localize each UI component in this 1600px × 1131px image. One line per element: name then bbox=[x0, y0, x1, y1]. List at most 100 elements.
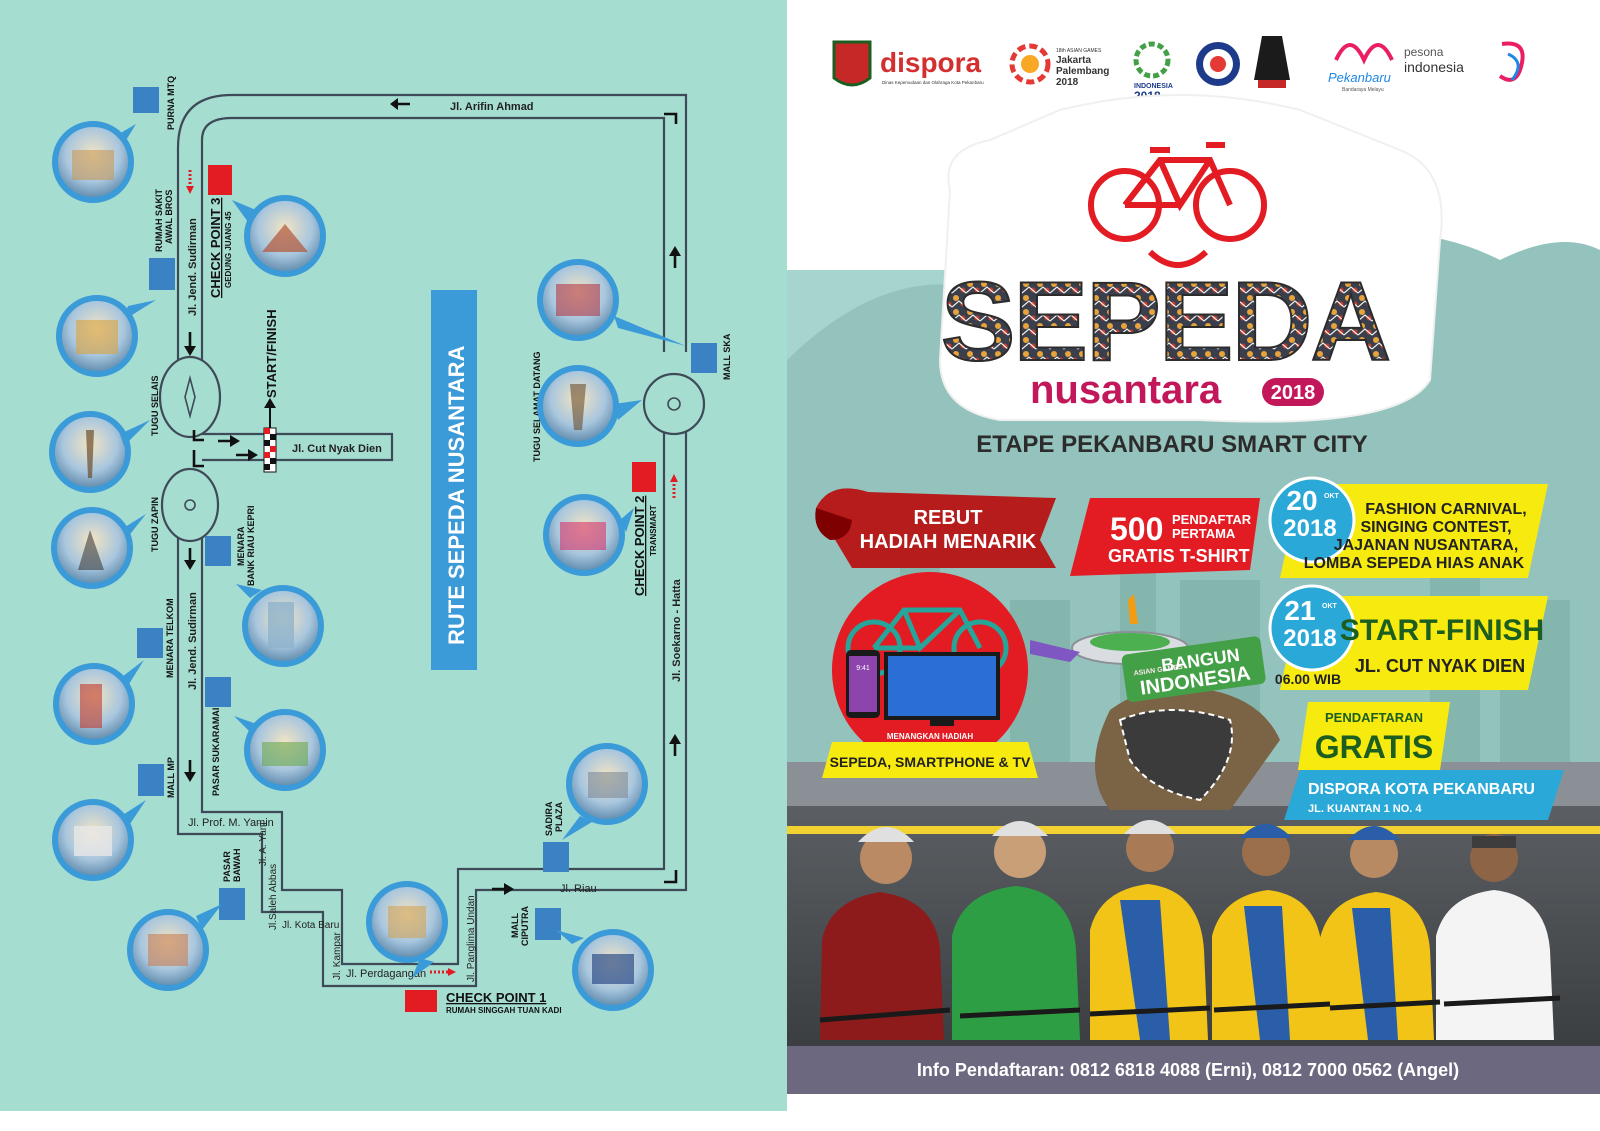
event2-year: 2018 bbox=[1283, 625, 1336, 652]
event1-line-3: JAJANAN NUSANTARA, bbox=[1334, 537, 1519, 554]
photo-tugu-selamat-datang bbox=[537, 365, 642, 447]
landmark-marker bbox=[137, 628, 163, 658]
red-dotted-arrows bbox=[186, 170, 678, 976]
pekanbaru-logo: Pekanbaru Bandaraya Melayu bbox=[1328, 43, 1394, 93]
sponsor-logos: dispora Dinas Kepemudaan dan Olahraga Ko… bbox=[832, 36, 1525, 107]
registration-block: PENDAFTARAN GRATIS DISPORA KOTA PEKANBAR… bbox=[1284, 702, 1564, 820]
checkpoint-3-title: CHECK POINT 3 bbox=[208, 198, 223, 298]
turn-down-left-icon bbox=[664, 112, 678, 124]
landmark-marker bbox=[535, 908, 561, 940]
cyclist-4 bbox=[1212, 824, 1326, 1040]
landmark-menara-telkom: MENARA TELKOM bbox=[165, 598, 175, 678]
arrow-up-icon bbox=[669, 734, 681, 756]
landmark-photos bbox=[49, 121, 686, 1011]
pesona-indonesia-logo: pesona indonesia bbox=[1404, 41, 1525, 82]
asian-games-text-3: Palembang bbox=[1056, 66, 1109, 77]
rebut-hadiah-banner: REBUT HADIAH MENARIK bbox=[815, 488, 1056, 568]
event1-day: 20 bbox=[1286, 485, 1317, 516]
checkpoint-labels: CHECK POINT 3 GEDUNG JUANG 45 CHECK POIN… bbox=[208, 198, 658, 1015]
asian-games-text-4: 2018 bbox=[1056, 77, 1079, 88]
checkpoint-2-marker bbox=[632, 462, 656, 492]
photo-sadira-plaza bbox=[562, 743, 648, 840]
poster-panel: dispora Dinas Kepemudaan dan Olahraga Ko… bbox=[787, 0, 1600, 1111]
photo-pasar-sukaramai bbox=[234, 709, 326, 791]
street-saleh-abbas: Jl.Saleh Abbas bbox=[268, 864, 279, 930]
asian-games-text-2: Jakarta bbox=[1056, 55, 1091, 66]
landmark-marker bbox=[205, 536, 231, 566]
event1-line-2: SINGING CONTEST, bbox=[1360, 519, 1511, 536]
landmark-marker bbox=[691, 343, 717, 373]
arrow-right-icon bbox=[236, 449, 258, 461]
pekanbaru-logo-text: Pekanbaru bbox=[1328, 70, 1391, 85]
photo-purna-mtq bbox=[52, 121, 136, 203]
landmark-menara-riau-1: MENARA bbox=[236, 526, 246, 566]
checkpoint-1-subtitle: RUMAH SINGGAH TUAN KADI bbox=[446, 1006, 562, 1015]
event2-title: START-FINISH bbox=[1340, 614, 1544, 647]
address-label: JL. KUANTAN 1 NO. 4 bbox=[1308, 803, 1422, 815]
bangun-indonesia-graphic: ASIAN GAMES BANGUN INDONESIA bbox=[1030, 594, 1280, 810]
dispora-logo-subtitle: Dinas Kepemudaan dan Olahraga Kota Pekan… bbox=[882, 80, 984, 85]
landmark-pasar-bawah-1: PASAR bbox=[222, 851, 232, 882]
sepeda-title-badge: SEPEDA nusantara 2018 bbox=[938, 94, 1443, 423]
road-line bbox=[787, 826, 1600, 834]
landmark-sadira-1: SADIRA bbox=[544, 801, 554, 836]
landmark-pasar-bawah-2: BAWAH bbox=[232, 849, 242, 883]
photo-rs-awal-bros bbox=[56, 295, 156, 377]
landmark-purna-mtq: PURNA MTQ bbox=[166, 76, 176, 130]
indonesia-text: indonesia bbox=[1404, 59, 1464, 75]
tv-icon bbox=[884, 652, 1000, 726]
landmark-tugu-selais: TUGU SELAIS bbox=[150, 375, 160, 436]
tshirt-text-1: PENDAFTAR bbox=[1172, 512, 1252, 527]
street-labels: Jl. Arifin Ahmad Jl. Jend. Sudirman Jl. … bbox=[187, 101, 683, 982]
photo-tugu-zapin bbox=[51, 507, 146, 589]
street-perdagangan: Jl. Perdagangan bbox=[346, 968, 426, 980]
arrow-right-icon bbox=[492, 883, 514, 895]
street-riau: Jl. Riau bbox=[560, 883, 597, 895]
indonesia-2018-text-1: INDONESIA bbox=[1134, 83, 1173, 90]
event1-line-1: FASHION CARNIVAL, bbox=[1365, 501, 1526, 518]
landmark-sadira-2: PLAZA bbox=[554, 802, 564, 832]
tshirt-number: 500 bbox=[1110, 511, 1163, 547]
photo-rumah-singgah bbox=[366, 881, 448, 978]
street-sudirman-south: Jl. Jend. Sudirman bbox=[187, 592, 199, 690]
prize-items: SEPEDA, SMARTPHONE & TV bbox=[830, 754, 1031, 770]
rebut-text-2: HADIAH MENARIK bbox=[860, 531, 1037, 553]
dispora-logo: dispora bbox=[880, 47, 982, 78]
landmark-marker bbox=[219, 888, 245, 920]
landmark-pasar-sukaramai: PASAR SUKARAMAI bbox=[211, 708, 221, 796]
landmark-tugu-zapin: TUGU ZAPIN bbox=[150, 497, 160, 552]
street-arifin-ahmad: Jl. Arifin Ahmad bbox=[450, 101, 534, 113]
landmark-markers bbox=[133, 87, 717, 940]
photo-gedung-juang bbox=[232, 195, 326, 277]
landmark-marker bbox=[205, 677, 231, 707]
cyclist-3 bbox=[1090, 820, 1208, 1040]
tshirt-text-3: GRATIS T-SHIRT bbox=[1108, 546, 1250, 566]
checkpoint-3-subtitle: GEDUNG JUANG 45 bbox=[224, 211, 233, 288]
pekanbaru-crest-logo bbox=[832, 40, 872, 87]
tshirt-text-2: PERTAMA bbox=[1172, 526, 1236, 541]
prize-circle: 9:41 MENANGKAN HADIAH SEPEDA, SMARTPHONE… bbox=[822, 572, 1038, 778]
cyclist-1 bbox=[820, 827, 944, 1040]
checkpoint-3-marker bbox=[208, 165, 232, 195]
garuda-emblem-logo bbox=[1254, 36, 1290, 88]
street-cut-nyak-dien: Jl. Cut Nyak Dien bbox=[292, 443, 382, 455]
gratis-label: GRATIS bbox=[1315, 729, 1434, 765]
street-kota-baru: Jl. Kota Baru bbox=[282, 920, 339, 931]
bicycle-handlebars bbox=[819, 995, 1561, 1023]
direction-arrows bbox=[184, 98, 681, 895]
photo-transmart bbox=[543, 494, 634, 576]
landmark-marker bbox=[149, 258, 175, 290]
map-title-box: RUTE SEPEDA NUSANTARA bbox=[431, 290, 477, 670]
arrow-down-icon bbox=[184, 760, 196, 782]
photo-pasar-bawah bbox=[127, 904, 222, 991]
street-panglima-undan: Jl. Panglima Undan bbox=[466, 895, 477, 982]
smile-icon bbox=[1147, 249, 1209, 268]
nusantara-subtitle: nusantara bbox=[1030, 368, 1222, 412]
landmark-labels: PURNA MTQ RUMAH SAKIT AWAL BROS TUGU SEL… bbox=[150, 76, 732, 946]
landmark-marker bbox=[543, 842, 569, 872]
registration-info: Info Pendaftaran: 0812 6818 4088 (Erni),… bbox=[917, 1060, 1459, 1080]
kemenpora-logo bbox=[1196, 42, 1240, 86]
event-day-2: 21 OKT 2018 06.00 WIB START-FINISH JL. C… bbox=[1268, 584, 1548, 690]
landmark-rs-awal-bros-1: RUMAH SAKIT bbox=[154, 189, 164, 252]
